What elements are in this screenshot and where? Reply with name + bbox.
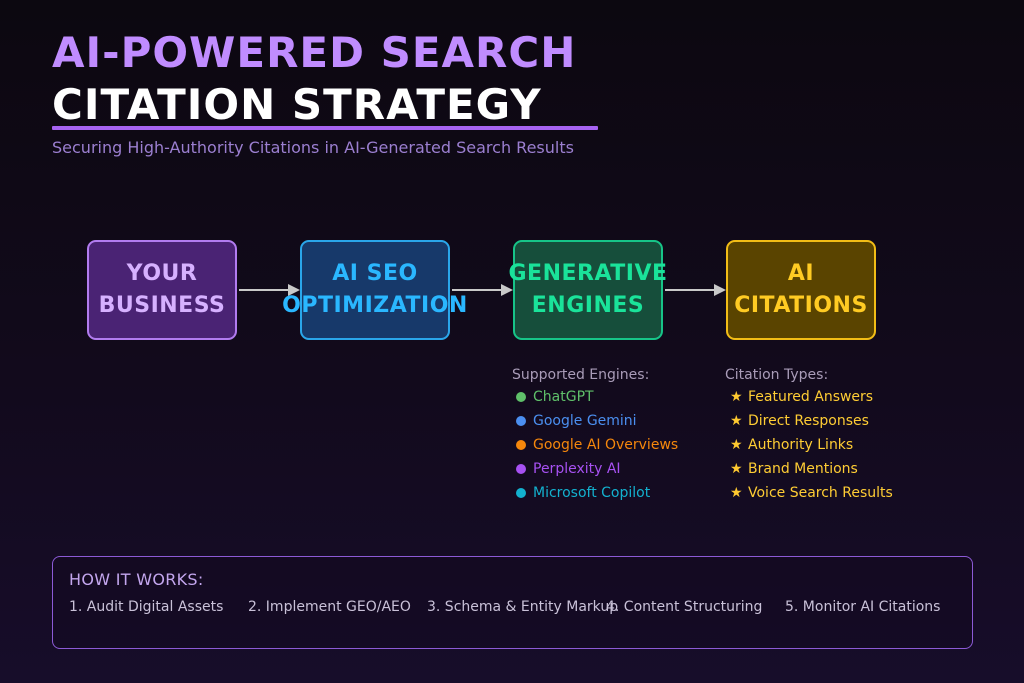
list-item: ChatGPT [511,388,678,412]
subtitle: Securing High-Authority Citations in AI-… [52,138,574,157]
citation-type-label: Featured Answers [748,389,874,405]
list-item: ★ Brand Mentions [725,460,893,484]
citation-type-label: Authority Links [748,437,854,453]
step-1: 1. Audit Digital Assets [69,599,224,615]
star-icon: ★ [730,485,743,501]
star-icon: ★ [730,389,743,405]
list-item: Perplexity AI [511,460,678,484]
node-label: YOUR BUSINESS [98,261,226,318]
node-label: GENERATIVE ENGINES [508,261,668,318]
list-item: Microsoft Copilot [511,484,678,508]
star-icon: ★ [730,461,743,477]
list-item: ★ Voice Search Results [725,484,893,508]
bullet-dot-icon [516,416,526,426]
how-it-works-title: HOW IT WORKS: [69,570,204,589]
step-2: 2. Implement GEO/AEO [248,599,411,615]
node-your-business: YOUR BUSINESS [87,240,237,340]
bullet-dot-icon [516,464,526,474]
title-line-1: AI-POWERED SEARCH [52,28,577,77]
node-label: AI CITATIONS [734,261,868,318]
bullet-dot-icon [516,440,526,450]
engine-label: Microsoft Copilot [533,485,651,501]
step-5: 5. Monitor AI Citations [785,599,941,615]
bullet-dot-icon [516,488,526,498]
title-underline [52,126,598,130]
step-3: 3. Schema & Entity Markup [427,599,619,615]
node-ai-citations: AI CITATIONS [726,240,876,340]
node-ai-seo-optimization: AI SEO OPTIMIZATION [282,240,467,340]
list-item: ★ Featured Answers [725,388,893,412]
node-label: AI SEO OPTIMIZATION [282,261,468,318]
engine-label: Perplexity AI [533,461,621,477]
step-4: 4. Content Structuring [606,599,763,615]
star-icon: ★ [730,437,743,453]
citation-type-label: Voice Search Results [748,485,893,501]
how-it-works-panel: HOW IT WORKS: 1. Audit Digital Assets 2.… [52,556,973,649]
list-item: ★ Authority Links [725,436,893,460]
citation-types-list: ★ Featured Answers ★ Direct Responses ★ Aut… [725,388,893,508]
bullet-dot-icon [516,392,526,402]
citation-types-heading: Citation Types: [725,367,829,383]
engine-label: Google Gemini [533,413,637,429]
title-line-2: CITATION STRATEGY [52,80,542,129]
list-item: ★ Direct Responses [725,412,893,436]
citation-type-label: Brand Mentions [748,461,858,477]
engines-heading: Supported Engines: [512,367,650,383]
node-generative-engines: GENERATIVE ENGINES [508,240,667,340]
list-item: Google AI Overviews [511,436,678,460]
star-icon: ★ [730,413,743,429]
list-item: Google Gemini [511,412,678,436]
engine-label: Google AI Overviews [533,437,679,453]
citation-type-label: Direct Responses [748,413,869,429]
engines-list: ChatGPT Google Gemini Google AI Overview… [511,388,678,508]
engine-label: ChatGPT [533,389,594,405]
